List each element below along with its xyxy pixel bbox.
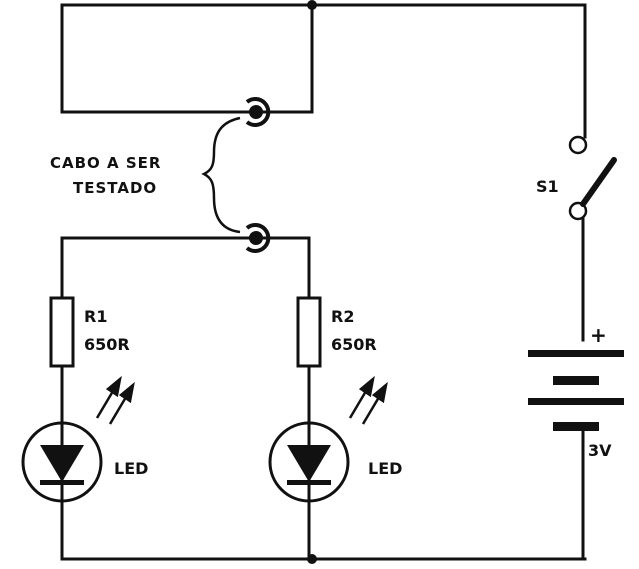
led-2	[268, 421, 350, 503]
led-2-emission-arrows-icon	[348, 375, 388, 425]
resistor-r2	[296, 296, 322, 368]
battery-voltage-label: 3V	[588, 441, 612, 460]
led-1-label: LED	[114, 459, 148, 478]
led-2-label: LED	[368, 459, 402, 478]
resistor-r1	[49, 296, 75, 368]
resistor-r1-name: R1	[84, 307, 107, 326]
resistor-r2-value: 650R	[331, 335, 377, 354]
top-loop-wiring	[60, 0, 587, 114]
battery-polarity-label: +	[590, 323, 607, 347]
led-1	[21, 421, 103, 503]
led-1-emission-arrows-icon	[95, 375, 135, 425]
resistor-r1-value: 650R	[84, 335, 130, 354]
cable-brace	[201, 116, 241, 234]
switch-s1-label: S1	[536, 177, 559, 196]
resistor-r2-name: R2	[331, 307, 354, 326]
branch-wiring	[60, 236, 587, 564]
switch-s1	[568, 3, 617, 342]
battery	[528, 350, 624, 561]
cable-label-line1: CABO A SER	[50, 154, 161, 172]
cable-connector-top	[245, 97, 271, 127]
cable-label-line2: TESTADO	[73, 179, 157, 197]
